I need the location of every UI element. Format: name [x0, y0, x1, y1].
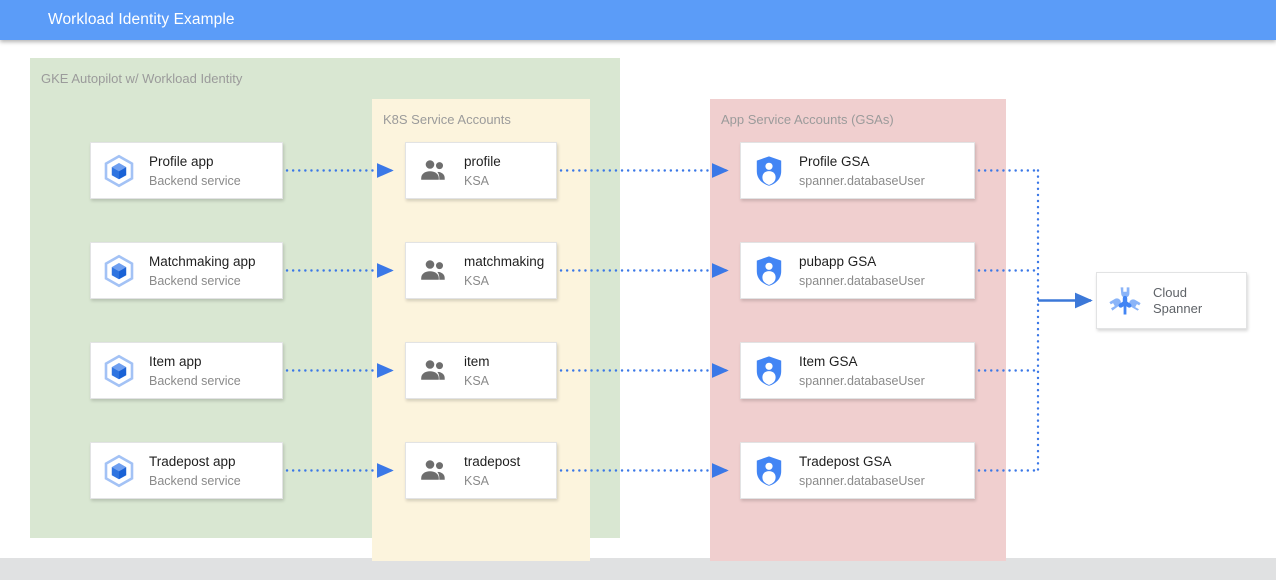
cloud-spanner-icon — [1103, 283, 1147, 319]
gke-app-icon — [97, 354, 141, 388]
node-title-line1: Cloud — [1153, 284, 1187, 300]
node-title: matchmaking — [464, 253, 545, 269]
node-label-group: Profile app Backend service — [141, 152, 282, 190]
node-matchmaking-ksa[interactable]: matchmaking KSA — [405, 242, 557, 299]
node-cloud-spanner[interactable]: Cloud Spanner — [1096, 272, 1247, 329]
node-label-group: Matchmaking app Backend service — [141, 252, 282, 290]
page-title: Workload Identity Example — [48, 11, 235, 28]
node-subtitle: KSA — [464, 173, 490, 188]
node-title: Profile GSA — [799, 153, 870, 169]
node-title: Item app — [149, 353, 202, 369]
node-subtitle: KSA — [464, 373, 490, 388]
node-label-group: matchmaking KSA — [456, 252, 556, 290]
node-label-group: item KSA — [456, 352, 556, 390]
node-label-group: Tradepost app Backend service — [141, 452, 282, 490]
group-ksa-label: K8S Service Accounts — [383, 112, 511, 127]
node-title: Profile app — [149, 153, 214, 169]
node-title: Tradepost app — [149, 453, 236, 469]
node-title: profile — [464, 153, 501, 169]
node-subtitle: spanner.databaseUser — [799, 373, 925, 388]
gke-app-icon — [97, 254, 141, 288]
shield-person-icon — [747, 254, 791, 288]
people-icon — [412, 455, 456, 487]
node-title: tradepost — [464, 453, 521, 469]
node-profile-ksa[interactable]: profile KSA — [405, 142, 557, 199]
node-label-group: Item GSA spanner.databaseUser — [791, 352, 974, 390]
node-profile-app[interactable]: Profile app Backend service — [90, 142, 283, 199]
node-label-group: Profile GSA spanner.databaseUser — [791, 152, 974, 190]
shield-person-icon — [747, 154, 791, 188]
node-item-gsa[interactable]: Item GSA spanner.databaseUser — [740, 342, 975, 399]
shield-person-icon — [747, 454, 791, 488]
node-title: Tradepost GSA — [799, 453, 892, 469]
node-tradepost-app[interactable]: Tradepost app Backend service — [90, 442, 283, 499]
group-gke-label: GKE Autopilot w/ Workload Identity — [41, 71, 243, 86]
people-icon — [412, 155, 456, 187]
node-label-group: Tradepost GSA spanner.databaseUser — [791, 452, 974, 490]
node-item-ksa[interactable]: item KSA — [405, 342, 557, 399]
node-title: pubapp GSA — [799, 253, 877, 269]
node-subtitle: spanner.databaseUser — [799, 473, 925, 488]
node-title: item — [464, 353, 490, 369]
node-pubapp-gsa[interactable]: pubapp GSA spanner.databaseUser — [740, 242, 975, 299]
node-label-group: Item app Backend service — [141, 352, 282, 390]
group-gsa-label: App Service Accounts (GSAs) — [721, 112, 894, 127]
gke-app-icon — [97, 454, 141, 488]
gke-app-icon — [97, 154, 141, 188]
diagram-canvas: GKE Autopilot w/ Workload Identity K8S S… — [0, 40, 1276, 561]
node-subtitle: Backend service — [149, 473, 241, 488]
node-subtitle: Backend service — [149, 173, 241, 188]
node-item-app[interactable]: Item app Backend service — [90, 342, 283, 399]
node-label-group: profile KSA — [456, 152, 556, 190]
node-title: Matchmaking app — [149, 253, 256, 269]
node-subtitle: KSA — [464, 273, 490, 288]
node-label-group: Cloud Spanner — [1147, 285, 1246, 317]
node-label-group: tradepost KSA — [456, 452, 556, 490]
node-matchmaking-app[interactable]: Matchmaking app Backend service — [90, 242, 283, 299]
people-icon — [412, 255, 456, 287]
node-tradepost-gsa[interactable]: Tradepost GSA spanner.databaseUser — [740, 442, 975, 499]
node-subtitle: Backend service — [149, 373, 241, 388]
footer-band — [0, 558, 1276, 580]
node-subtitle: KSA — [464, 473, 490, 488]
node-label-group: pubapp GSA spanner.databaseUser — [791, 252, 974, 290]
node-profile-gsa[interactable]: Profile GSA spanner.databaseUser — [740, 142, 975, 199]
node-subtitle: spanner.databaseUser — [799, 273, 925, 288]
node-title-line2: Spanner — [1153, 300, 1203, 316]
app-header: Workload Identity Example — [0, 0, 1276, 40]
node-subtitle: spanner.databaseUser — [799, 173, 925, 188]
node-tradepost-ksa[interactable]: tradepost KSA — [405, 442, 557, 499]
shield-person-icon — [747, 354, 791, 388]
node-title: Item GSA — [799, 353, 858, 369]
people-icon — [412, 355, 456, 387]
node-subtitle: Backend service — [149, 273, 241, 288]
